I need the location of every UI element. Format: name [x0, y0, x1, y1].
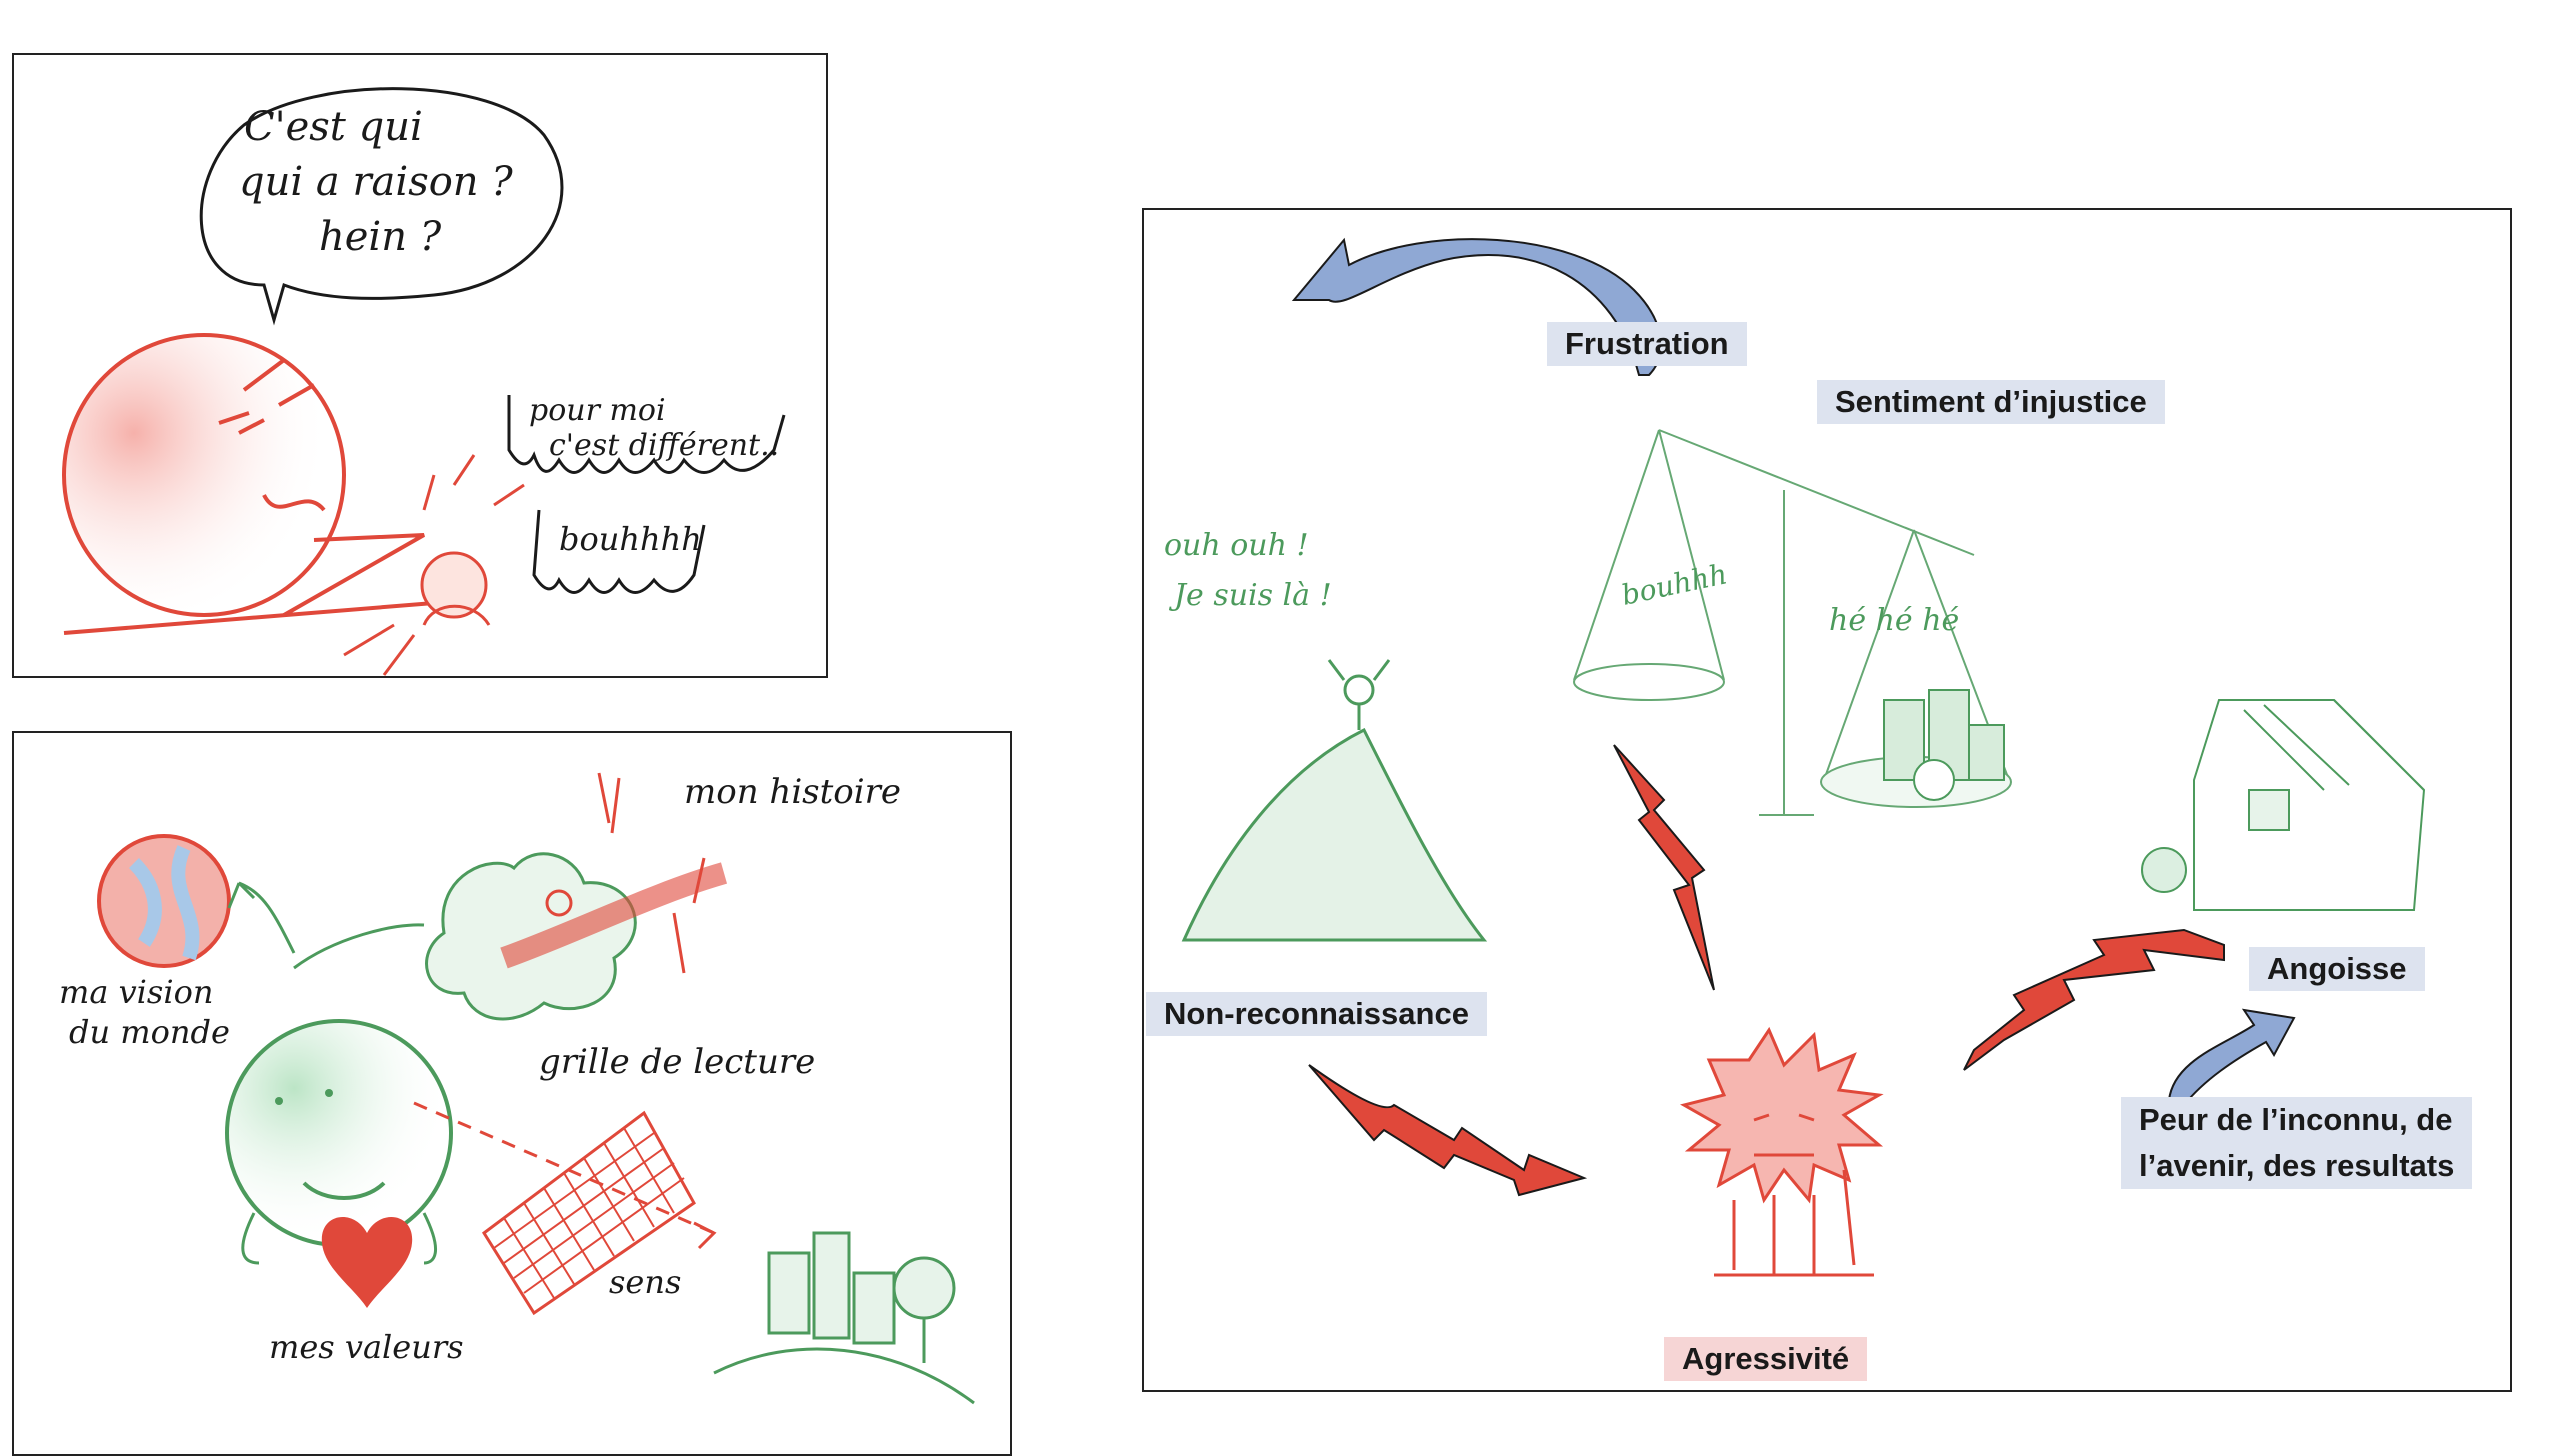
- mountain-icon: [1181, 727, 1488, 942]
- arrow-nonrecognition-to-aggression: [1308, 1064, 1588, 1197]
- label-peur-line-2: l’avenir, des resultats: [2139, 1148, 2455, 1183]
- argument-illustration: C'est qui qui a raison ? hein ? pour moi…: [62, 87, 786, 676]
- reading-grid: [481, 1110, 696, 1316]
- label-histoire: mon histoire: [684, 772, 901, 812]
- speech-line-3: hein ?: [319, 214, 442, 260]
- hand-oh-2: Je suis là !: [1168, 578, 1332, 613]
- label-frustration: Frustration: [1547, 322, 1747, 366]
- label-vision-2: du monde: [69, 1013, 230, 1051]
- angry-head: [62, 333, 346, 617]
- arrow-fear-to-anxiety: [2167, 1008, 2296, 1107]
- small-speech-3: bouhhhh: [559, 520, 702, 558]
- arrow-frustration-to-aggression: [1613, 744, 1715, 991]
- speech-line-1: C'est qui: [244, 104, 423, 150]
- hand-bouhh: bouhhh: [1619, 557, 1730, 612]
- stick-person: [1343, 674, 1375, 706]
- label-sens: sens: [609, 1263, 681, 1301]
- label-peur: Peur de l’inconnu, de l’avenir, des resu…: [2121, 1097, 2473, 1189]
- label-non-reconnaissance: Non-reconnaissance: [1146, 992, 1487, 1036]
- pointing-arm: [283, 533, 425, 617]
- label-injustice: Sentiment d’injustice: [1817, 380, 2165, 424]
- arrow-injustice-to-frustration: [1291, 237, 1662, 376]
- panel-worldview: ma vision du monde mon histoire mes vale…: [12, 731, 1012, 1456]
- aggression-diagram: bouhhh hé hé hé ouh ouh ! Je suis là !: [1164, 237, 2426, 1277]
- label-grille: grille de lecture: [539, 1042, 815, 1082]
- city-icon: [767, 1231, 956, 1363]
- coins-stack: [1883, 689, 2005, 801]
- label-agressivite: Agressivité: [1664, 1337, 1868, 1381]
- panel-argument: C'est qui qui a raison ? hein ? pour moi…: [12, 53, 828, 678]
- hand-hehe: hé hé hé: [1829, 603, 1959, 638]
- heart-icon: [321, 1216, 413, 1308]
- speech-line-2: qui a raison ?: [239, 159, 513, 205]
- label-valeurs: mes valeurs: [269, 1328, 464, 1366]
- house-icon: [2141, 699, 2426, 911]
- arrow-anxiety-to-aggression: [1963, 928, 2225, 1071]
- globe-icon: [97, 834, 231, 968]
- panel-aggression-diagram: bouhhh hé hé hé ouh ouh ! Je suis là ! F…: [1142, 208, 2512, 1392]
- hand-oh-1: ouh ouh !: [1164, 528, 1309, 563]
- speech-bubble: [199, 87, 564, 326]
- label-vision-1: ma vision: [59, 973, 213, 1011]
- speech-bubble-small-1: [507, 395, 786, 474]
- aggression-creature: [1680, 1026, 1884, 1204]
- small-speech-1: pour moi: [529, 393, 666, 428]
- speech-bubble-small-2: [532, 509, 706, 594]
- bicycle-icon: [545, 889, 573, 917]
- label-peur-line-1: Peur de l’inconnu, de: [2139, 1102, 2453, 1137]
- small-person: [420, 551, 488, 619]
- label-angoisse: Angoisse: [2249, 947, 2425, 991]
- worldview-illustration: ma vision du monde mon histoire mes vale…: [59, 772, 975, 1405]
- small-speech-2: c'est différent..: [549, 428, 779, 463]
- calm-head: [225, 1019, 453, 1247]
